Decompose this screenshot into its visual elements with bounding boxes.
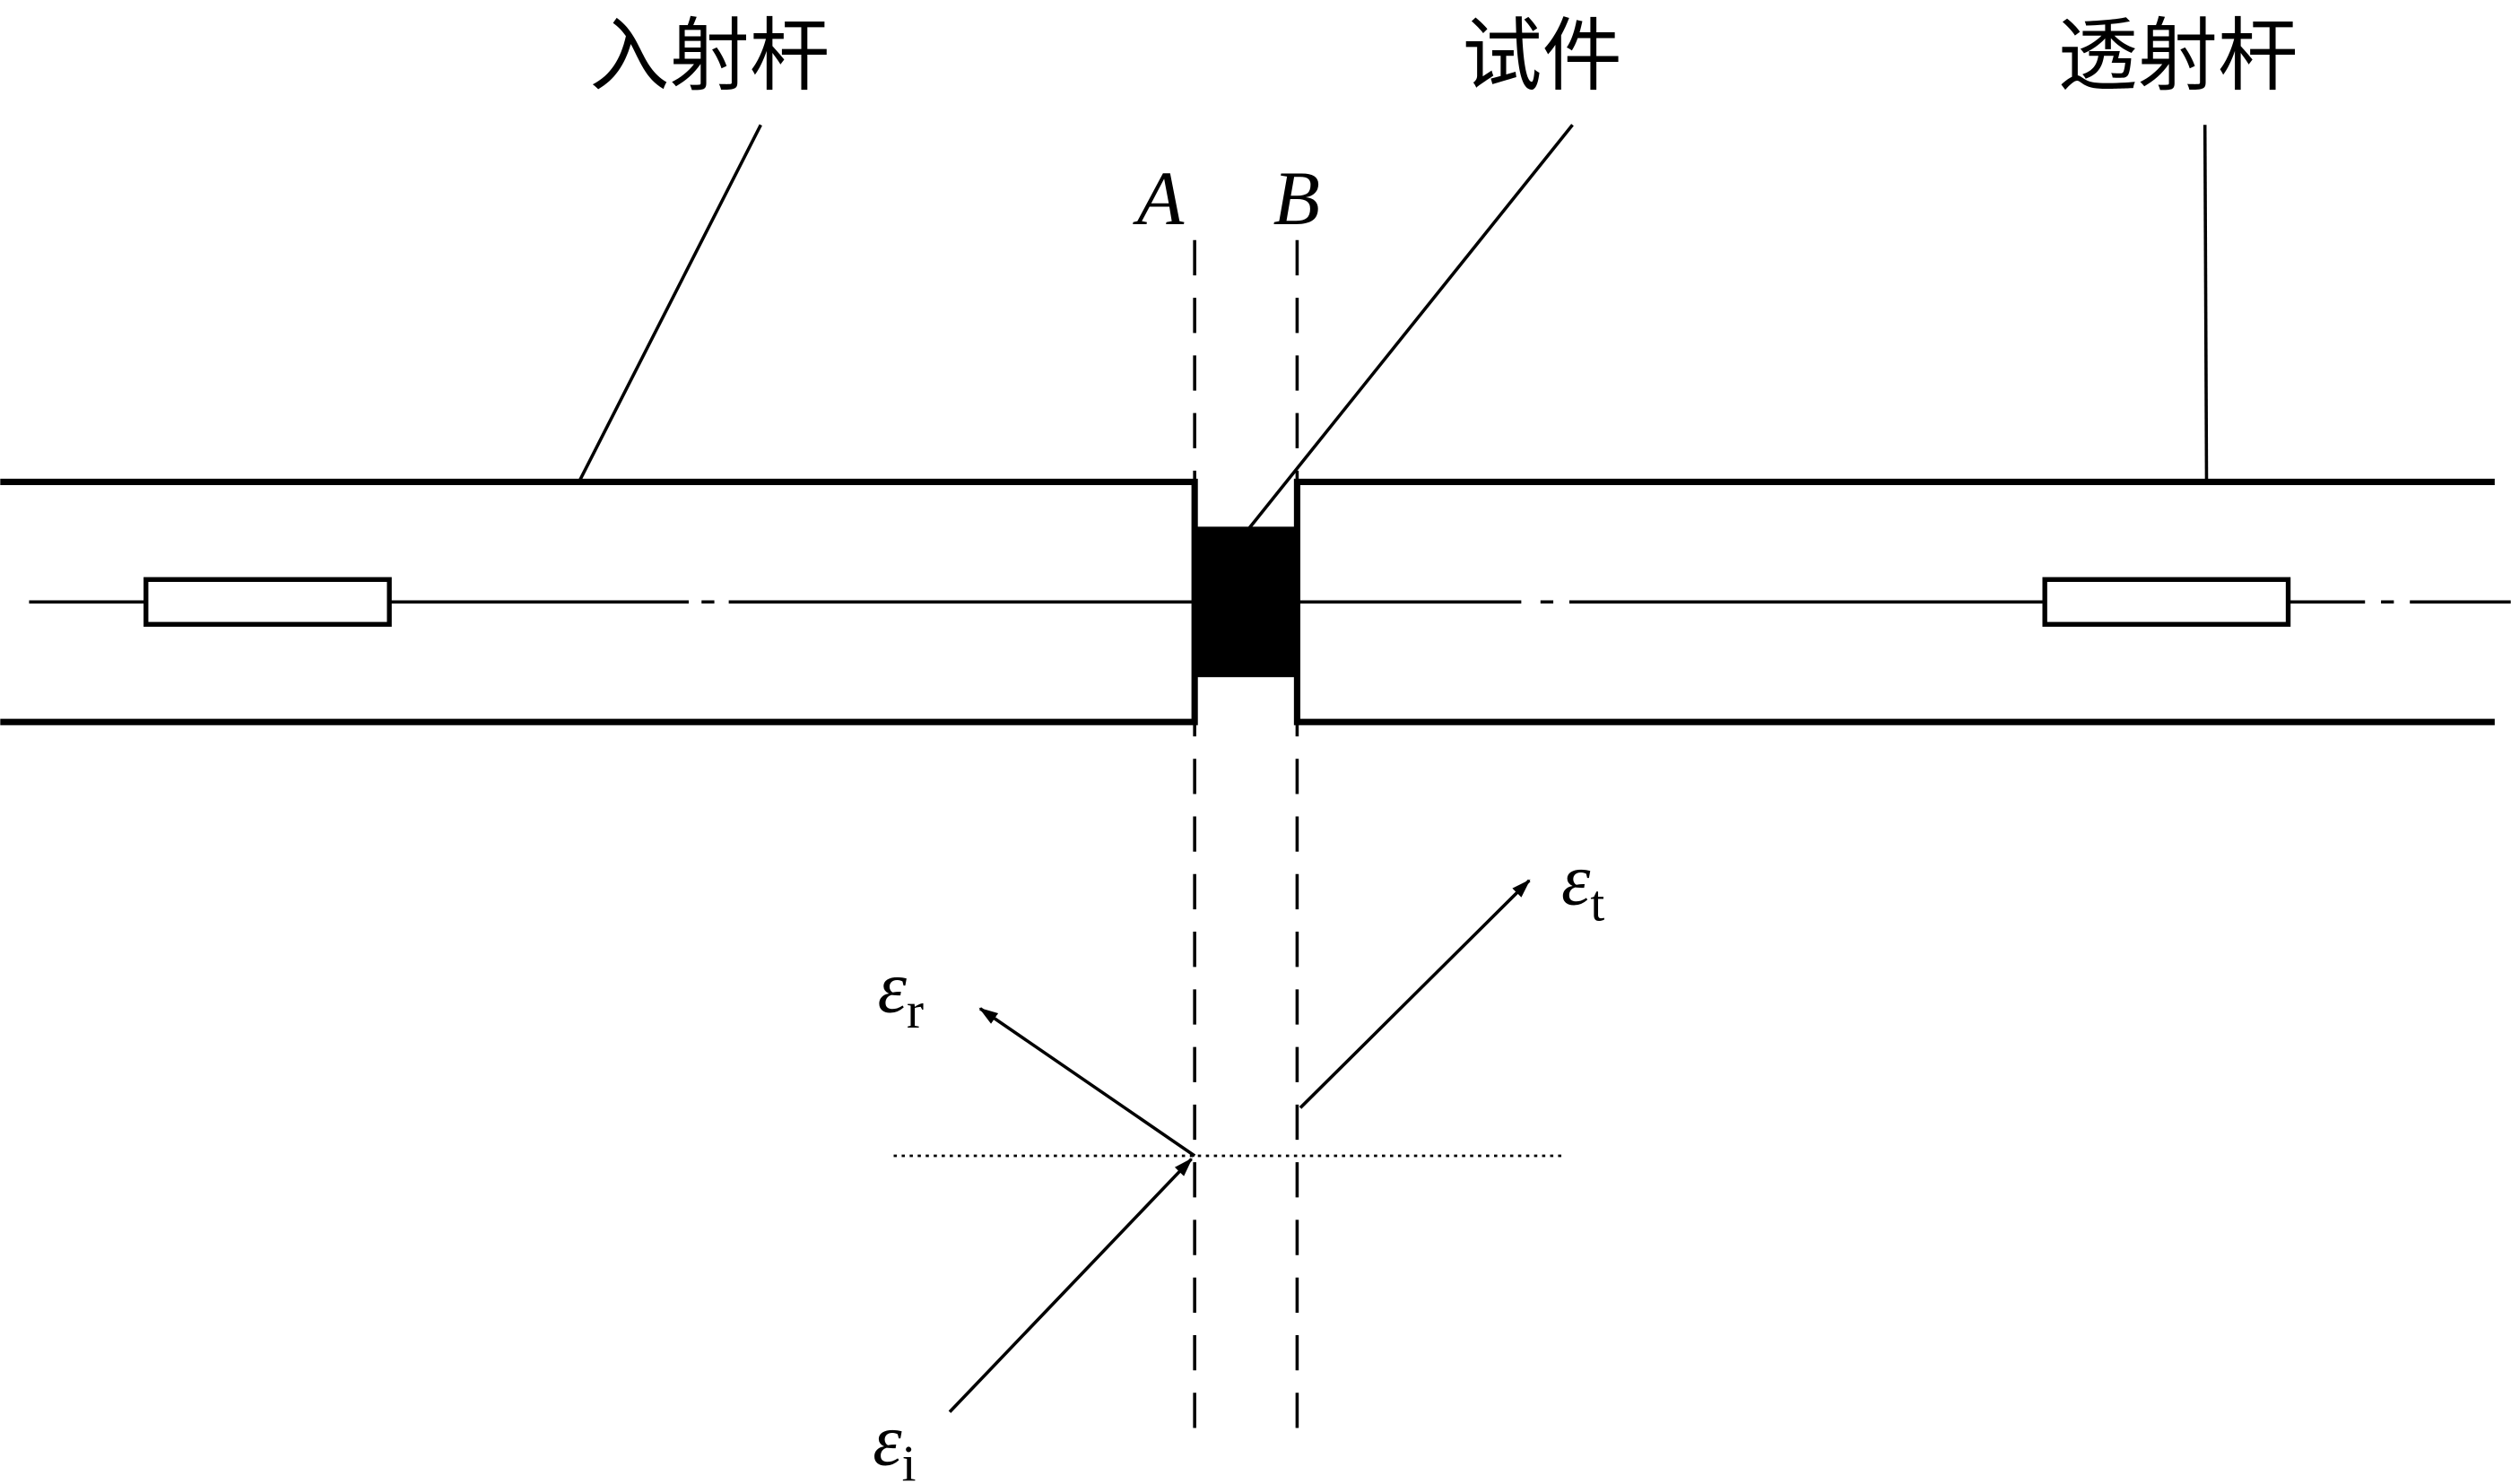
incident-strain-label: εi (873, 1400, 916, 1484)
transmitted-bar-leader (2203, 125, 2209, 481)
incident-bar-label: 入射杆 (589, 10, 830, 103)
specimen-leader (1247, 124, 1574, 530)
transmitted-wave-arrow (1299, 879, 1531, 1109)
reflected-wave-arrow (978, 1007, 1196, 1158)
interface-b-label: B (1273, 156, 1320, 241)
specimen (1195, 526, 1298, 678)
reflected-strain-label: εr (878, 946, 924, 1039)
incident-bar-leader (578, 124, 762, 482)
incident-strain-gauge (143, 577, 392, 627)
specimen-label: 试件 (1462, 10, 1622, 103)
transmitted-strain-gauge (2042, 577, 2291, 627)
transmitted-strain-label: εt (1561, 839, 1604, 933)
interface-a-label: A (1133, 156, 1185, 241)
incident-wave-arrow (948, 1158, 1193, 1413)
transmitted-bar-label: 透射杆 (2057, 10, 2298, 103)
